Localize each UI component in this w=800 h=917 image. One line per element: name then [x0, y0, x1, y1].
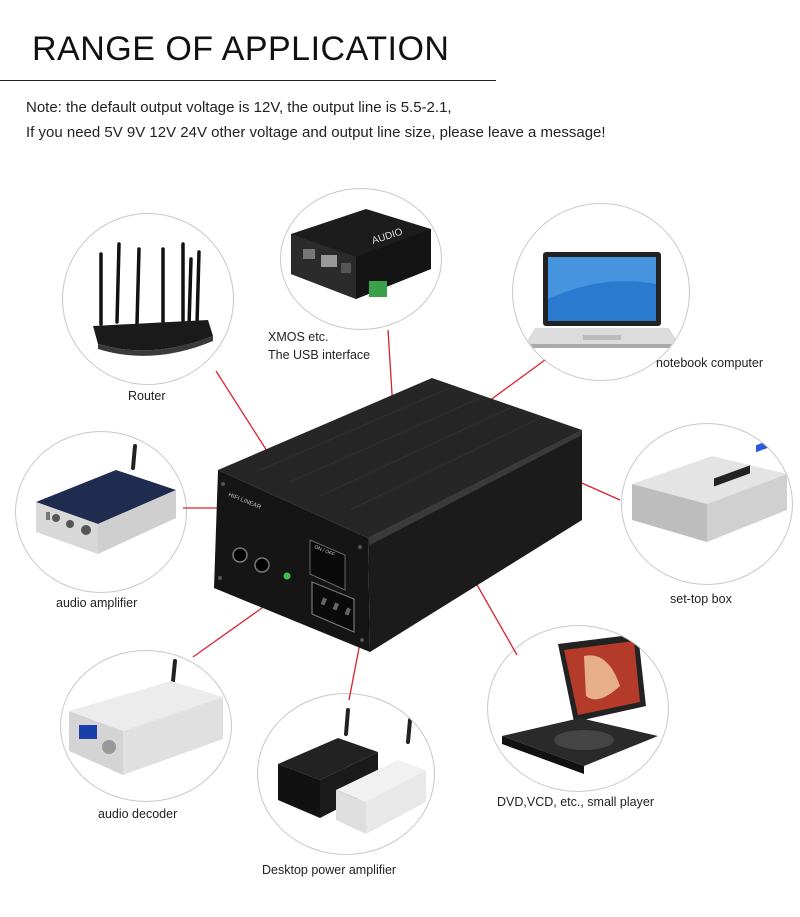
title-underline [0, 80, 496, 81]
audio-decoder-image [69, 659, 223, 775]
audio-amplifier-circle [15, 431, 187, 593]
page-title: RANGE OF APPLICATION [32, 30, 450, 68]
power-supply-device: HIFI LINEAR ON / OFF [214, 378, 582, 652]
router-image [93, 242, 213, 356]
note-line-1: Note: the default output voltage is 12V,… [26, 99, 452, 116]
notebook-circle [512, 203, 690, 381]
desktop-amplifier-circle [257, 693, 435, 855]
label-player: DVD,VCD, etc., small player [497, 795, 654, 809]
usb-interface-image: AUDIO [291, 209, 431, 299]
desktop-amplifier-image [278, 708, 426, 834]
usb-interface-circle: AUDIO [280, 188, 442, 330]
label-usb-interface: The USB interface [268, 348, 371, 362]
label-xmos: XMOS etc. [268, 330, 329, 344]
label-set-top-box: set-top box [670, 592, 732, 606]
label-notebook: notebook computer [656, 356, 764, 370]
router-circle [62, 213, 234, 385]
audio-decoder-circle [60, 650, 232, 802]
audio-amplifier-image [36, 444, 176, 554]
label-audio-amplifier: audio amplifier [56, 596, 138, 610]
player-image [502, 634, 658, 774]
line-router [215, 370, 275, 463]
label-audio-decoder: audio decoder [98, 807, 178, 821]
note-line-2: If you need 5V 9V 12V 24V other voltage … [26, 124, 606, 141]
label-desktop-amp: Desktop power amplifier [262, 863, 397, 877]
label-router: Router [128, 389, 166, 403]
notebook-image [525, 252, 679, 348]
set-top-box-circle [621, 423, 793, 585]
player-circle [487, 625, 669, 792]
